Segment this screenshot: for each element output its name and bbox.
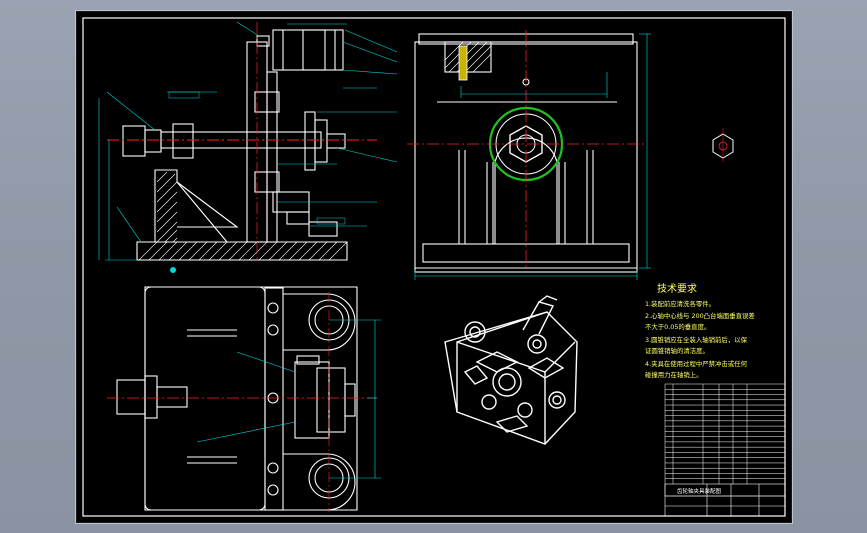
drawing-sheet: 技术要求 1.装配前应清洗各零件。 2.心轴中心线与 200凸台端面垂直误差 不… (76, 11, 792, 523)
req-line-7: 碰撞用力在轴销上。 (645, 370, 703, 379)
req-line-3: 不大于0.05的垂直度。 (645, 322, 710, 331)
locating-pin (458, 45, 468, 81)
hatch-support (138, 171, 348, 261)
drawing-frame (82, 17, 786, 517)
req-line-2: 2.心轴中心线与 200凸台端面垂直误差 (645, 311, 755, 320)
assembly-drawing: 技术要求 1.装配前应清洗各零件。 2.心轴中心线与 200凸台端面垂直误差 不… (82, 17, 786, 517)
tolerance-box (168, 91, 200, 99)
title-block (664, 483, 786, 517)
side-dimensions (414, 33, 651, 280)
tolerance-box (316, 217, 346, 225)
req-line-5: 证圆锥销轴的清洁度。 (645, 346, 709, 355)
isometric-view (444, 295, 578, 445)
tech-requirements: 技术要求 1.装配前应清洗各零件。 2.心轴中心线与 200凸台端面垂直误差 不… (645, 282, 755, 379)
bom-table (664, 383, 786, 497)
datum-marker (170, 267, 176, 273)
tech-title: 技术要求 (657, 282, 697, 295)
side-view (414, 33, 638, 273)
top-dimensions (196, 319, 381, 479)
front-view (122, 29, 348, 261)
hex-symbol (712, 128, 734, 162)
top-view (116, 286, 358, 511)
req-line-1: 1.装配前应清洗各零件。 (645, 299, 715, 308)
front-dimensions (98, 21, 398, 261)
req-line-4: 3.圆锥销应在全装入轴销前后，以保 (645, 335, 748, 344)
side-hatch (444, 41, 492, 73)
title-block-name: 齿轮轴夹具装配图 (677, 487, 722, 495)
req-line-6: 4.夹具在使用过程中严禁冲击或任何 (645, 359, 748, 368)
